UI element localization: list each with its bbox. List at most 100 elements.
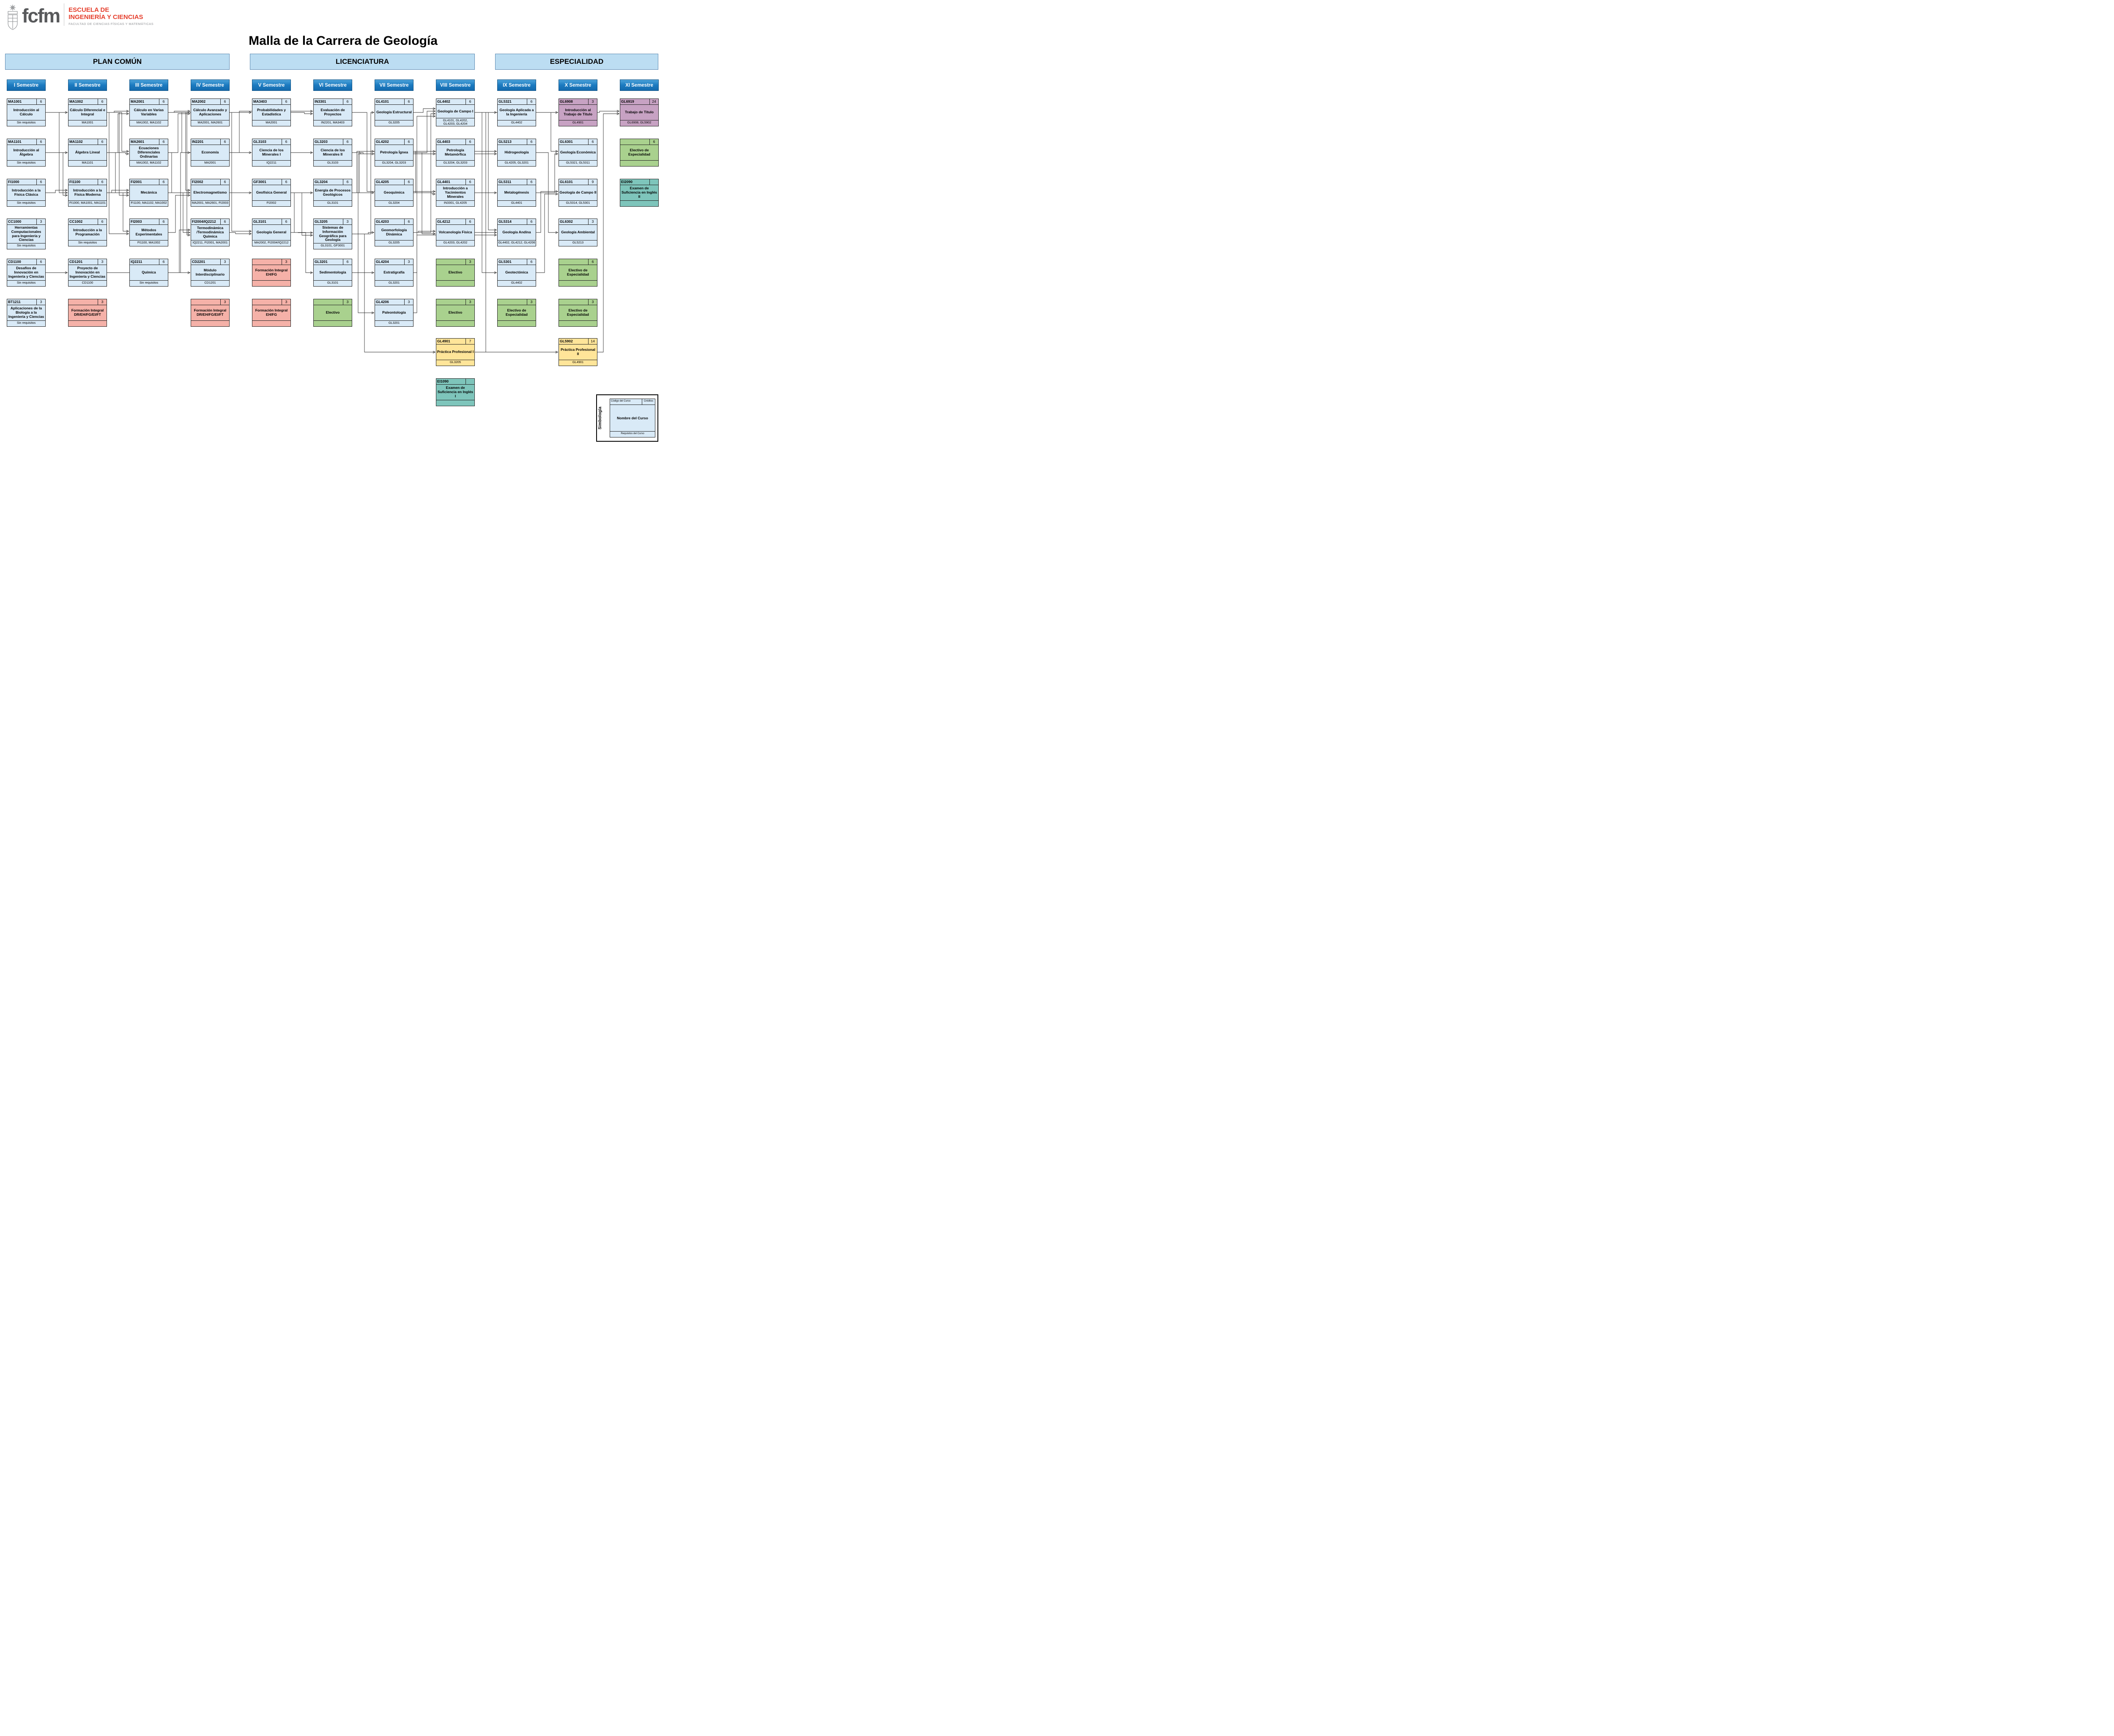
course-card-c9r4: 6 Electivo de Especialidad bbox=[559, 259, 597, 287]
curriculum-canvas: fcfm ESCUELA DE INGENIERÍA Y CIENCIAS FA… bbox=[0, 0, 661, 448]
connector-GL4202-to-GL4212 bbox=[413, 152, 435, 234]
course-code: GL4402 bbox=[437, 99, 450, 104]
course-name: Formación Integral EH/FG bbox=[255, 308, 288, 317]
course-name: Electivo bbox=[326, 310, 340, 315]
course-credits: 3 bbox=[588, 99, 597, 104]
semester-header-5: V Semestre bbox=[252, 79, 291, 91]
course-credits: 6 bbox=[36, 139, 45, 145]
course-card-header: GL4203 6 bbox=[375, 219, 413, 225]
course-code: GL4401 bbox=[437, 180, 450, 184]
course-credits: 6 bbox=[98, 139, 107, 145]
course-code: GL3203 bbox=[315, 139, 328, 144]
course-name: Geología General bbox=[256, 230, 287, 235]
course-prerequisites: CD1201 bbox=[191, 280, 229, 286]
course-card-FI2001: FI2001 6 Mecánica FI1100, MA1102, MA1002 bbox=[129, 179, 168, 207]
course-card-GL4901: GL4901 7 Práctica Profesional I GL3205 bbox=[436, 338, 475, 366]
course-code: MA1001 bbox=[8, 99, 22, 104]
course-name: Geología Ambiental bbox=[561, 230, 595, 235]
course-name: Geofísica General bbox=[256, 190, 287, 195]
course-credits: 6 bbox=[343, 99, 352, 104]
course-credits: 3 bbox=[588, 299, 597, 305]
course-credits: 6 bbox=[98, 179, 107, 185]
course-credits: 6 bbox=[649, 139, 658, 145]
course-prerequisites: GL4402 bbox=[498, 120, 536, 126]
course-card-GL6919: GL6919 24 Trabajo de Título GL6908, GL59… bbox=[620, 98, 659, 126]
course-prerequisites: MA2001 bbox=[191, 160, 229, 166]
course-card-GL4205: GL4205 6 Geoquímica GL3204 bbox=[375, 179, 413, 207]
course-prerequisites: Sin requisitos bbox=[68, 240, 107, 246]
course-card-GL3201: GL3201 6 Sedimentología GL3101 bbox=[313, 259, 352, 287]
course-prerequisites: FI1000, MA1001, MA1101 bbox=[68, 200, 107, 206]
course-credits: 6 bbox=[98, 219, 107, 224]
course-card-c4r4: 3 Formación Integral EH/FG bbox=[252, 259, 291, 287]
semester-header-4: IV Semestre bbox=[191, 79, 230, 91]
course-name: Electivo de Especialidad bbox=[567, 308, 589, 317]
connector-FI2001-to-FI2004-IQ2212 bbox=[168, 192, 190, 232]
course-credits: 3 bbox=[220, 259, 229, 265]
legend-sample-header: Código del Curso Créditos bbox=[610, 399, 655, 405]
course-code bbox=[252, 299, 282, 305]
course-prerequisites: MA1002, MA1102 bbox=[130, 120, 168, 126]
course-card-header: GL3101 6 bbox=[252, 219, 290, 225]
course-prerequisites bbox=[559, 320, 597, 326]
course-card-MA1102: MA1102 6 Álgebra Lineal MA1101 bbox=[68, 139, 107, 167]
course-prerequisites bbox=[252, 280, 290, 286]
semester-header-8: VIII Semestre bbox=[436, 79, 475, 91]
course-card-EI1090: EI1090 Examen de Suficiencia en Inglés I bbox=[436, 378, 475, 406]
course-prerequisites: GL3205 bbox=[375, 120, 413, 126]
connector-MA3403-to-IN3301 bbox=[291, 112, 312, 114]
course-name: Módulo Interdisciplinario bbox=[195, 268, 225, 276]
course-code: FI2002 bbox=[192, 180, 203, 184]
course-card-header: GL5301 6 bbox=[498, 259, 536, 265]
course-card-GL3203: GL3203 6 Ciencia de los Minerales II GL3… bbox=[313, 139, 352, 167]
course-prerequisites: Sin requisitos bbox=[7, 200, 45, 206]
course-code: EI1090 bbox=[437, 379, 449, 383]
course-card-GL4202: GL4202 6 Petrología Ígnea GL3204, GL3203 bbox=[375, 139, 413, 167]
legend-box: Simbología Código del Curso Créditos Nom… bbox=[596, 394, 658, 442]
course-prerequisites: FI1100, MA1102, MA1002 bbox=[130, 200, 168, 206]
course-credits: 3 bbox=[220, 299, 229, 305]
course-prerequisites: IQ2211, FI2001, MA2001 bbox=[191, 240, 229, 246]
course-credits: 6 bbox=[282, 219, 290, 224]
connector-GL3204-to-GL4202 bbox=[352, 151, 374, 193]
course-credits: 6 bbox=[527, 259, 536, 265]
course-prerequisites: GL4901 bbox=[559, 360, 597, 366]
course-prerequisites: GL4101, GL4202, GL4203, GL4204 bbox=[436, 118, 474, 126]
course-card-header: GL5213 6 bbox=[498, 139, 536, 145]
course-card-header: GL4901 7 bbox=[436, 339, 474, 344]
course-code: GL4212 bbox=[437, 219, 450, 224]
course-card-GL5301: GL5301 6 Geotectónica GL4402 bbox=[497, 259, 536, 287]
course-prerequisites: GL3103 bbox=[314, 160, 352, 166]
course-prerequisites bbox=[498, 320, 536, 326]
course-name: Geomorfología Dinámica bbox=[381, 228, 407, 236]
connector-GL6908-to-GL6919 bbox=[597, 111, 619, 113]
course-card-header: 3 bbox=[252, 259, 290, 265]
course-card-header: GL4204 3 bbox=[375, 259, 413, 265]
course-credits: 6 bbox=[466, 219, 474, 224]
course-card-header: MA1101 6 bbox=[7, 139, 45, 145]
course-prerequisites bbox=[620, 160, 658, 166]
course-card-header: BT1211 3 bbox=[7, 299, 45, 305]
connector-GL4402-to-GL5314 bbox=[475, 112, 496, 230]
connector-MA1102-to-FI2001 bbox=[107, 152, 129, 193]
course-card-header: CC1000 3 bbox=[7, 219, 45, 225]
connector-GL5314-to-GL6101 bbox=[536, 191, 558, 233]
course-card-header: GL6302 3 bbox=[559, 219, 597, 225]
course-card-header: 3 bbox=[191, 299, 229, 305]
course-prerequisites: GL3101 bbox=[314, 200, 352, 206]
university-logo: fcfm ESCUELA DE INGENIERÍA Y CIENCIAS FA… bbox=[6, 3, 153, 31]
faculty-name: FACULTAD DE CIENCIAS FÍSICAS Y MATEMÁTIC… bbox=[68, 22, 154, 26]
course-card-c4r5: 3 Formación Integral EH/FG bbox=[252, 299, 291, 327]
course-card-header: GL3103 6 bbox=[252, 139, 290, 145]
course-card-FI2003: FI2003 6 Métodos Experimentales FI1100, … bbox=[129, 219, 168, 246]
course-name: Evaluación de Proyectos bbox=[320, 108, 345, 116]
connector-MA1002-to-MA2601 bbox=[107, 112, 129, 151]
school-name-block: ESCUELA DE INGENIERÍA Y CIENCIAS FACULTA… bbox=[64, 3, 153, 26]
course-card-header: CD1100 6 bbox=[7, 259, 45, 265]
legend-req-label: Requisitos del Curso bbox=[610, 431, 655, 437]
course-code: MA1102 bbox=[69, 139, 83, 144]
course-card-GL5314: GL5314 6 Geología Andina GL4402, GL4212,… bbox=[497, 219, 536, 246]
course-code bbox=[559, 299, 588, 305]
course-name: Práctica Profesional II bbox=[561, 347, 595, 356]
legend-credits-label: Créditos bbox=[642, 399, 655, 405]
